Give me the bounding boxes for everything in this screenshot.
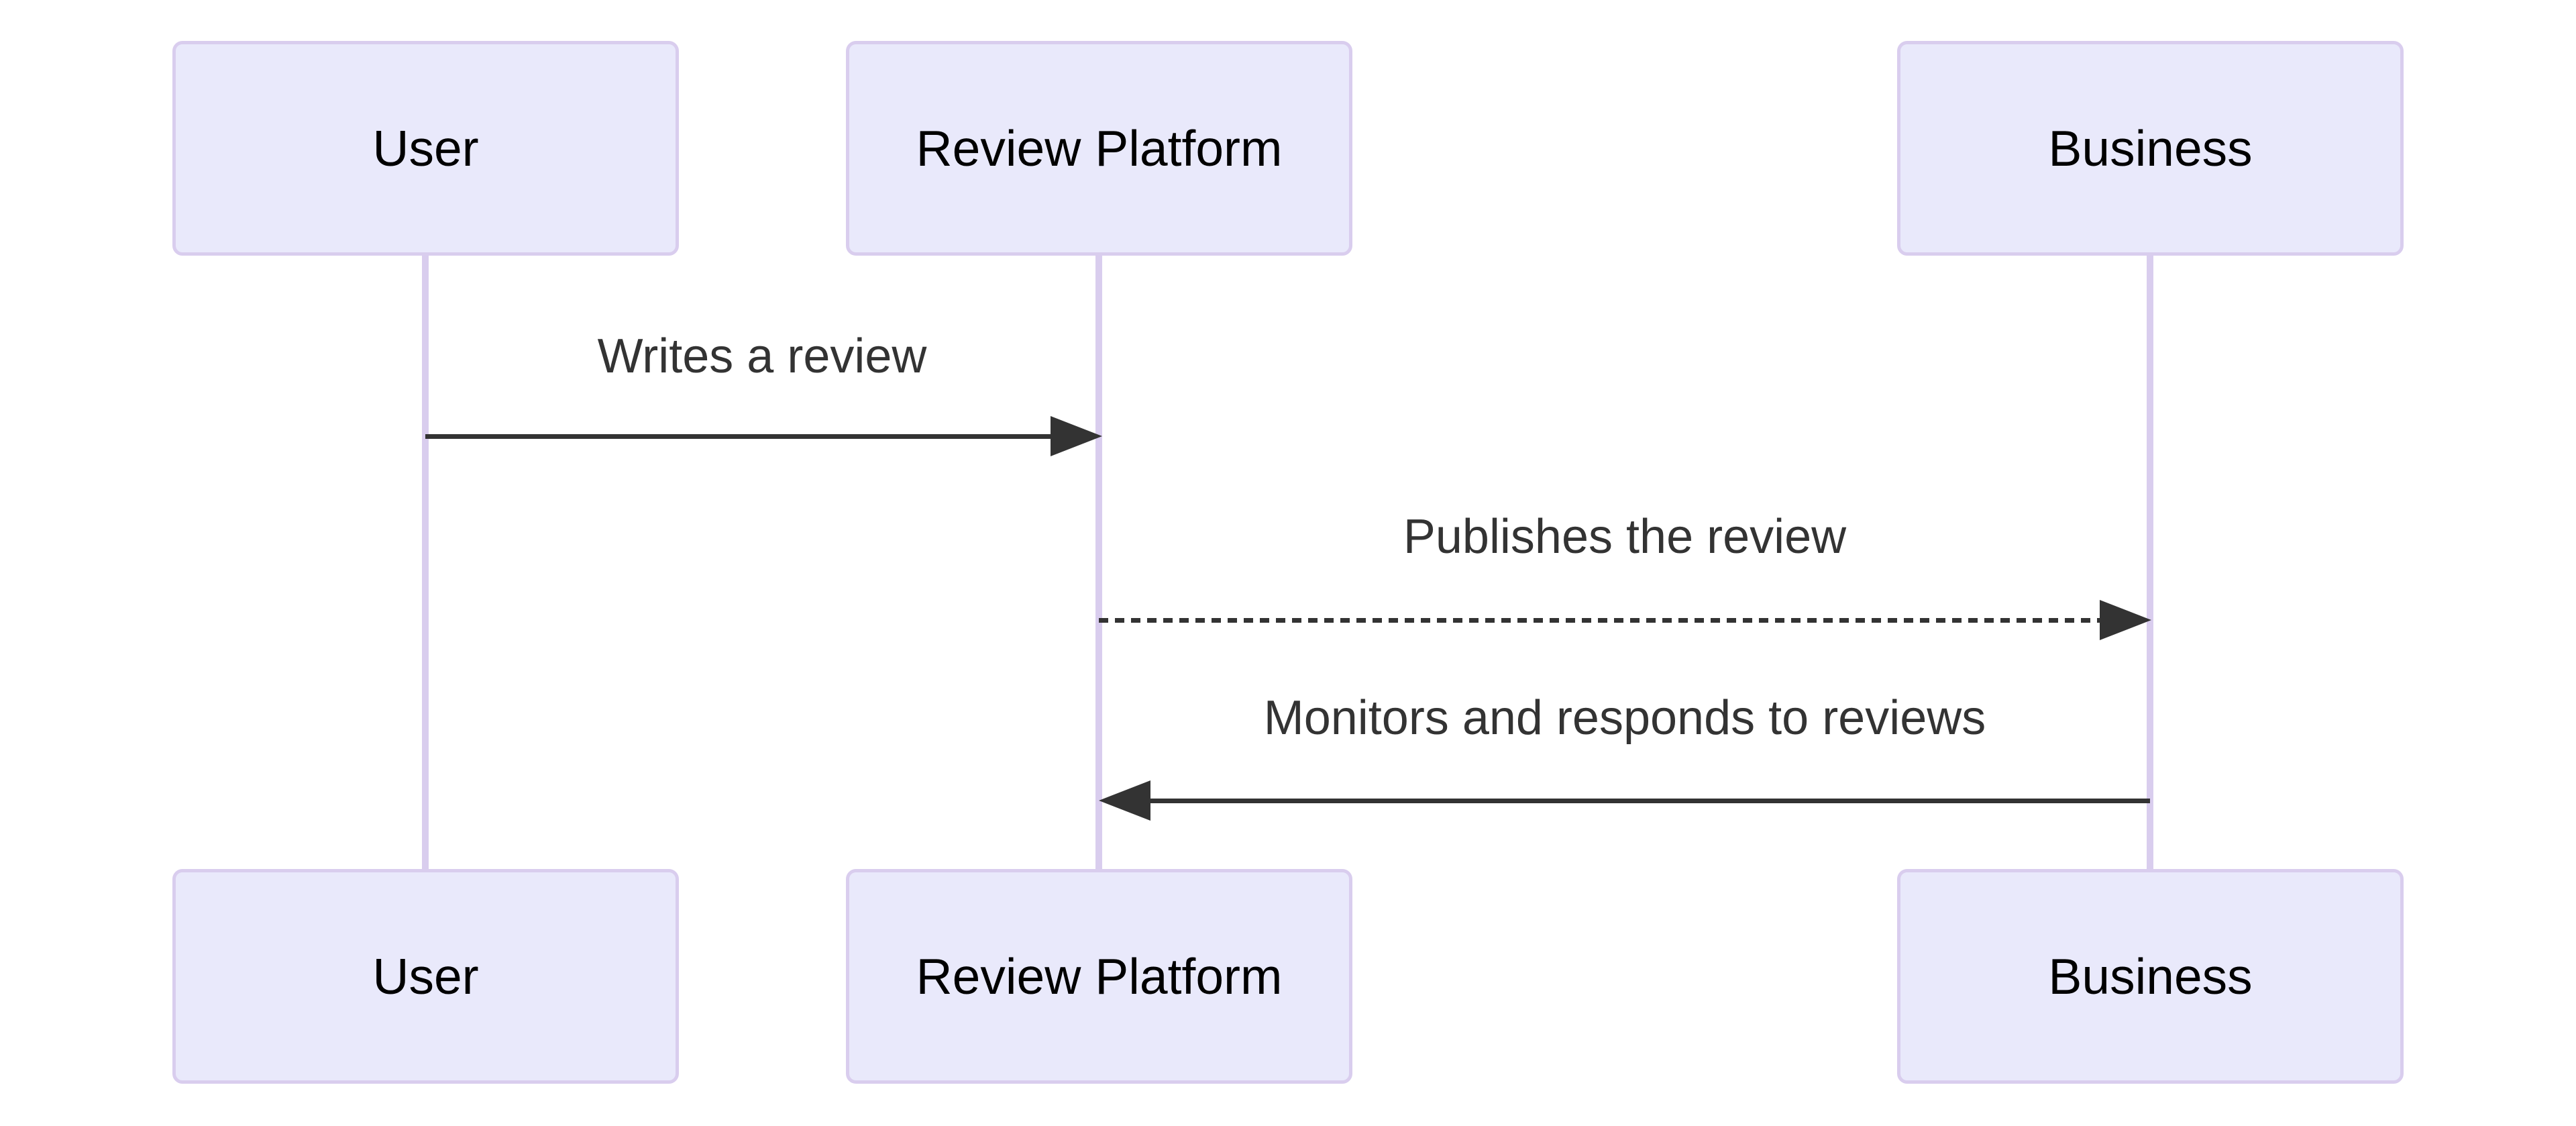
message-label-publishes-the-review: Publishes the review [1403, 510, 1847, 564]
arrowhead-right-icon [1051, 416, 1102, 456]
actor-label-user-bottom: User [372, 948, 479, 1005]
actor-box-review-platform-top: Review Platform [846, 41, 1352, 256]
lifeline-user [422, 256, 429, 869]
message-label-writes-a-review: Writes a review [597, 329, 927, 383]
lifeline-business [2147, 256, 2153, 869]
message-line-writes-a-review [425, 434, 1051, 439]
message-label-monitors-and-responds: Monitors and responds to reviews [1263, 691, 1986, 745]
actor-box-business-bottom: Business [1897, 869, 2404, 1084]
actor-label-review-platform-top: Review Platform [916, 120, 1283, 176]
message-line-monitors-and-responds [1150, 799, 2150, 803]
actor-label-business-top: Business [2048, 120, 2253, 176]
arrowhead-left-icon [1099, 780, 1150, 821]
actor-box-user-bottom: User [172, 869, 679, 1084]
message-line-publishes-the-review [1099, 618, 2100, 623]
actor-label-business-bottom: Business [2048, 948, 2253, 1005]
actor-box-user-top: User [172, 41, 679, 256]
actor-label-user-top: User [372, 120, 479, 176]
lifeline-review-platform [1095, 256, 1102, 869]
actor-label-review-platform-bottom: Review Platform [916, 948, 1283, 1005]
actor-box-review-platform-bottom: Review Platform [846, 869, 1352, 1084]
arrowhead-right-icon [2100, 600, 2151, 640]
actor-box-business-top: Business [1897, 41, 2404, 256]
